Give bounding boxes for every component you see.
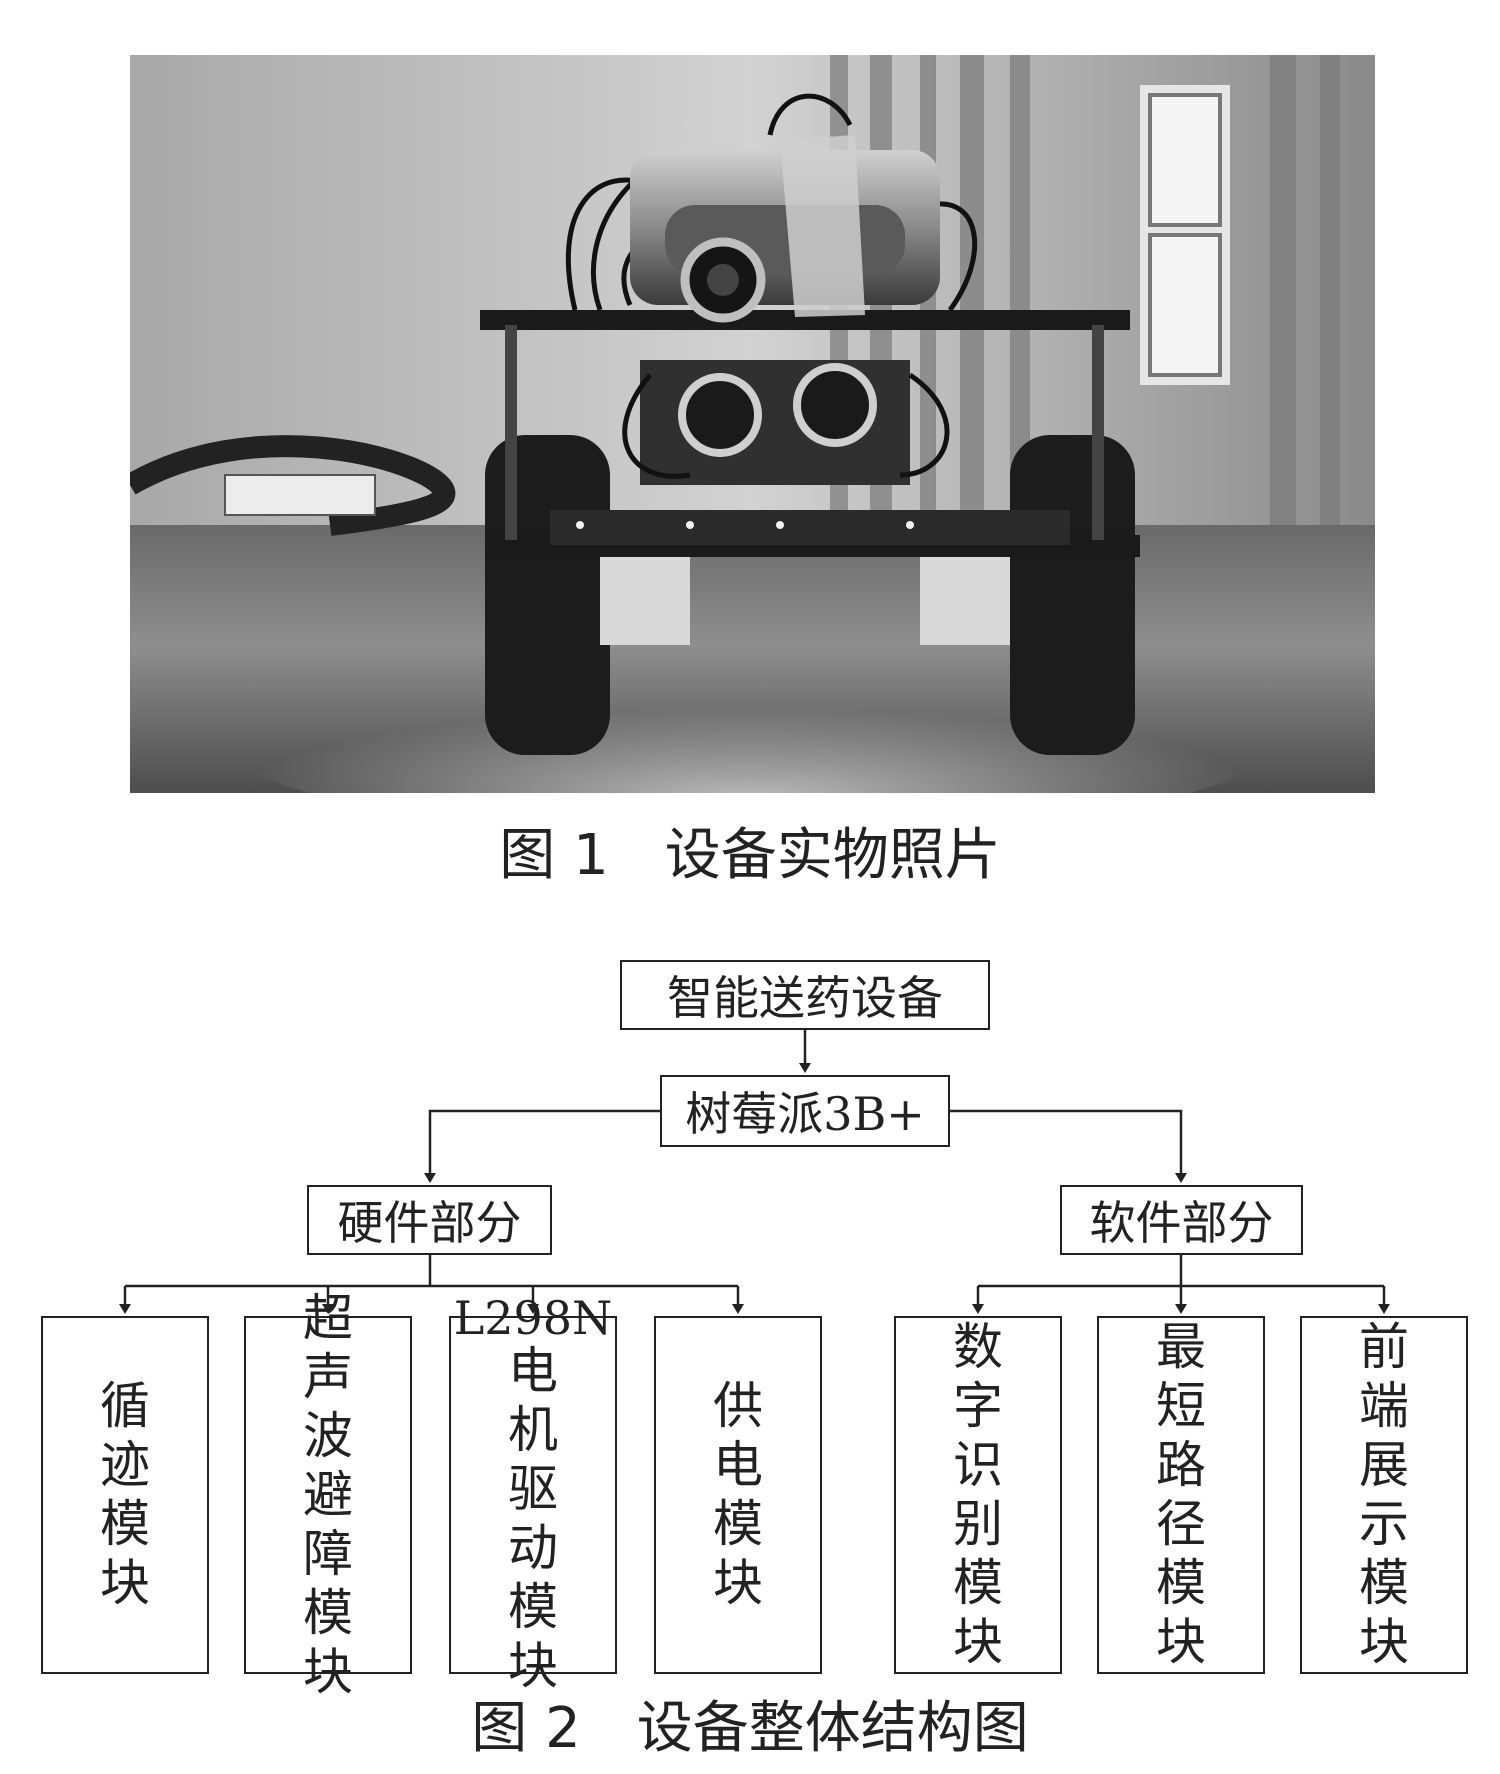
- node-ultrasonic-avoidance-module: 超 声 波 避 障 模 块: [244, 1289, 412, 1701]
- leaf-char: 超: [303, 1288, 353, 1347]
- leaf-char: 模: [303, 1583, 353, 1642]
- leaf-char: 避: [303, 1465, 353, 1524]
- leaf-char: 块: [1359, 1613, 1409, 1671]
- leaf-char: 块: [100, 1554, 150, 1612]
- leaf-char: 短: [1156, 1377, 1206, 1435]
- leaf-char: 模: [953, 1554, 1003, 1612]
- leaf-char: 前: [1359, 1318, 1409, 1376]
- leaf-char: 最: [1156, 1318, 1206, 1376]
- leaf-char: 示: [1359, 1495, 1409, 1553]
- leaf-char: 径: [1156, 1495, 1206, 1553]
- leaf-char: 电: [713, 1436, 763, 1494]
- leaf-char: 迹: [100, 1436, 150, 1494]
- figure-2-caption: 图 2 设备整体结构图: [471, 1696, 1029, 1761]
- node-hardware: 硬件部分: [307, 1185, 552, 1255]
- leaf-char: 模: [1156, 1554, 1206, 1612]
- leaf-char: 展: [1359, 1436, 1409, 1494]
- leaf-char: 供: [713, 1377, 763, 1435]
- leaf-char: 块: [303, 1642, 353, 1701]
- node-frontend-display-module: 前 端 展 示 模 块: [1300, 1316, 1468, 1674]
- leaf-char: 字: [953, 1377, 1003, 1435]
- node-digit-recognition-module: 数 字 识 别 模 块: [894, 1316, 1062, 1674]
- leaf-char: 数: [953, 1318, 1003, 1376]
- leaf-char: 块: [953, 1613, 1003, 1671]
- leaf-char: 模: [713, 1495, 763, 1553]
- leaf-char: 模: [1359, 1554, 1409, 1612]
- leaf-char: 模: [100, 1495, 150, 1553]
- leaf-char: 循: [100, 1377, 150, 1435]
- node-shortest-path-module: 最 短 路 径 模 块: [1097, 1316, 1265, 1674]
- node-root: 智能送药设备: [620, 960, 990, 1030]
- leaf-char: L298N: [453, 1290, 613, 1345]
- node-power-module: 供 电 模 块: [654, 1316, 822, 1674]
- leaf-char: 块: [1156, 1613, 1206, 1671]
- leaf-char: 波: [303, 1406, 353, 1465]
- node-software: 软件部分: [1060, 1185, 1303, 1255]
- robot-car-photo: [130, 55, 1375, 793]
- leaf-char: 电: [508, 1342, 558, 1401]
- leaf-char: 块: [713, 1554, 763, 1612]
- leaf-char: 机: [508, 1401, 558, 1460]
- leaf-char: 识: [953, 1436, 1003, 1494]
- leaf-char: 别: [953, 1495, 1003, 1553]
- leaf-char: 障: [303, 1524, 353, 1583]
- leaf-char: 块: [508, 1637, 558, 1696]
- leaf-char: 驱: [508, 1460, 558, 1519]
- leaf-char: 动: [508, 1519, 558, 1578]
- figure-1-caption: 图 1 设备实物照片: [499, 823, 1001, 888]
- leaf-char: 路: [1156, 1436, 1206, 1494]
- leaf-char: 模: [508, 1578, 558, 1637]
- node-controller: 树莓派3B+: [660, 1075, 950, 1147]
- node-motor-driver-module: L298N 电 机 驱 动 模 块: [449, 1294, 617, 1695]
- leaf-char: 端: [1359, 1377, 1409, 1435]
- leaf-char: 声: [303, 1347, 353, 1406]
- node-tracking-module: 循 迹 模 块: [41, 1316, 209, 1674]
